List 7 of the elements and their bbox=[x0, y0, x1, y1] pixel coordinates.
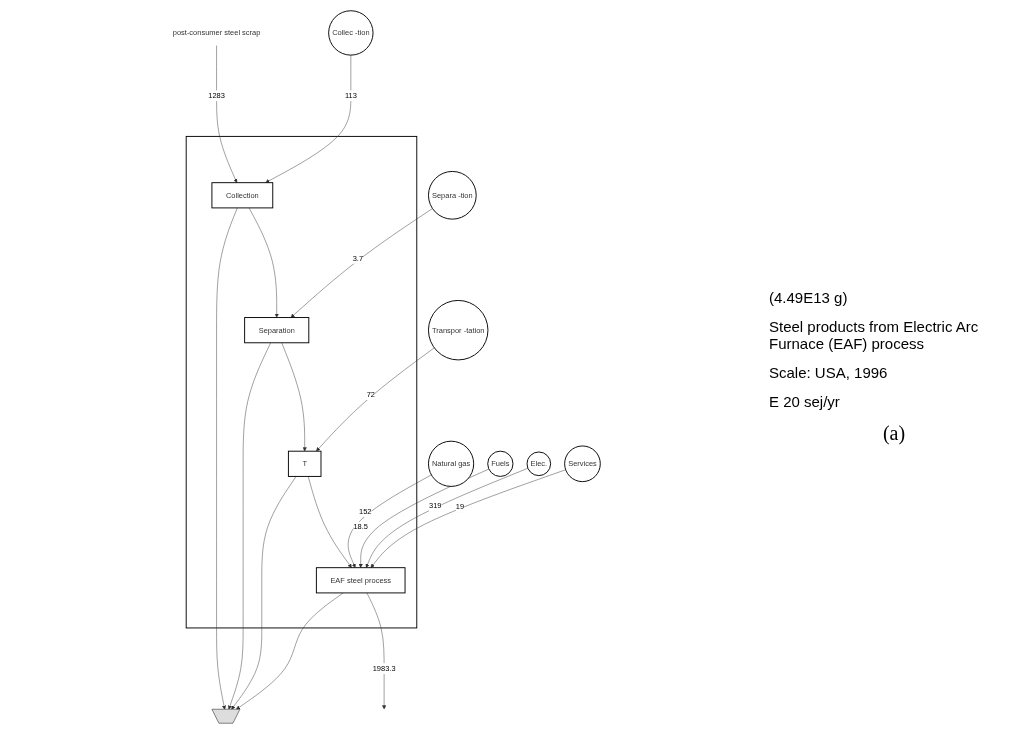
caption: (a) bbox=[881, 422, 907, 445]
node-ground bbox=[211, 709, 241, 724]
note-text: Scale: USA, 1996 bbox=[769, 364, 889, 381]
note-text: E 20 sej/yr bbox=[769, 393, 841, 410]
cluster bbox=[185, 135, 418, 629]
note-text: Steel products from Electric Arc Furnace (EAF) process bbox=[769, 318, 980, 352]
note-text: (4.49E13 g) bbox=[769, 289, 849, 306]
